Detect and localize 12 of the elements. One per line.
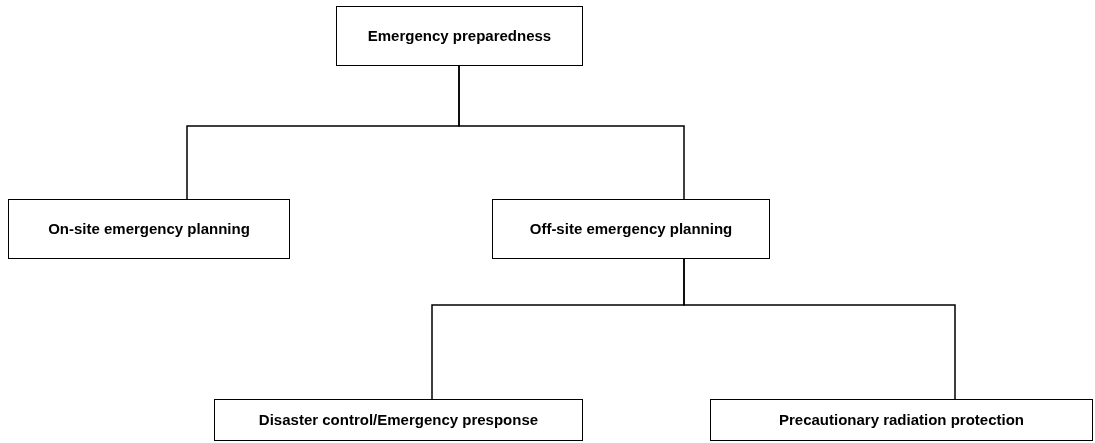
box (710, 399, 1093, 441)
connector-line (458, 65, 685, 200)
box-label: On-site emergency planning (48, 219, 250, 239)
box-label: Emergency preparedness (367, 26, 552, 46)
connector-line (683, 258, 956, 400)
box-label: Disaster control/Emergency presponse (258, 410, 539, 430)
box-label: Precautionary radiation protection (778, 410, 1024, 430)
box (214, 399, 583, 441)
box-label: Off-site emergency planning (529, 219, 733, 239)
box (336, 6, 583, 66)
box (8, 199, 290, 259)
box (492, 199, 770, 259)
